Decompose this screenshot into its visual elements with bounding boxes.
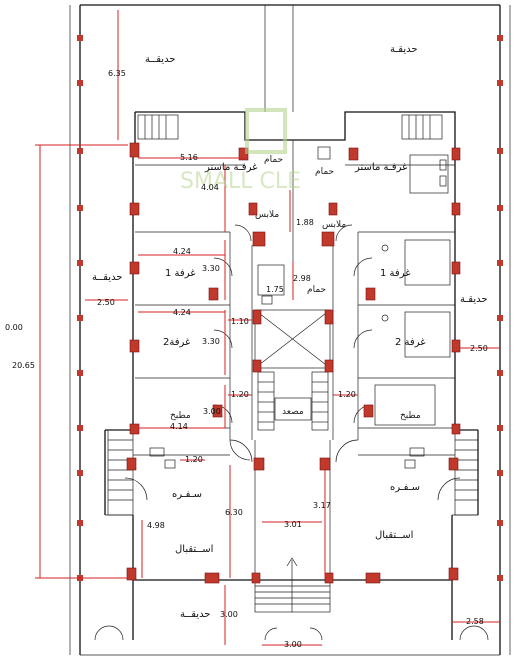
- dim-3-00-c: 3.00: [284, 640, 302, 649]
- dim-1-10: 1.10: [231, 317, 249, 326]
- bath-right-label: حمام: [315, 167, 334, 177]
- dim-2-58: 2.58: [466, 617, 484, 626]
- dimension-labels: 6.35 5.16 4.04 1.88 4.24 3.30 2.98 1.75 …: [5, 69, 488, 649]
- garden-bottom-label: حديقــة: [180, 609, 211, 620]
- dim-6-30: 6.30: [225, 508, 243, 517]
- reception-left-label: اســتقبال: [175, 544, 213, 555]
- dim-5-16: 5.16: [180, 153, 198, 162]
- dim-4-04: 4.04: [201, 183, 219, 192]
- dim-20-65: 20.65: [12, 361, 35, 370]
- dim-1-75: 1.75: [266, 285, 284, 294]
- dining-left-label: سـفـره: [172, 489, 202, 500]
- doors: [94, 224, 489, 641]
- master-left-label: غرفـة ماستر: [204, 162, 257, 173]
- dim-3-00-b: 3.00: [220, 610, 238, 619]
- watermark: SMALL CLE: [180, 108, 301, 194]
- dim-2-98: 2.98: [293, 274, 311, 283]
- dimension-lines: [35, 10, 500, 646]
- closet-right-label: ملابس: [322, 220, 346, 230]
- room1-left-label: غرفة 1: [165, 268, 195, 279]
- reception-right-label: اســتقبال: [375, 530, 413, 541]
- dim-1-20-b: 1.20: [338, 390, 356, 399]
- closet-left-label: ملابس: [255, 210, 279, 220]
- dim-4-98: 4.98: [147, 521, 165, 530]
- dim-3-17: 3.17: [313, 501, 331, 510]
- fixtures: [149, 146, 451, 469]
- dim-3-00-a: 3.00: [203, 407, 221, 416]
- dining-right-label: سـفـره: [390, 482, 420, 493]
- bath-center-label: حمام: [307, 285, 326, 295]
- site-boundary: [69, 4, 511, 656]
- room2-left-label: غرفة2: [163, 337, 190, 348]
- garden-top-left-label: حديقــة: [145, 54, 176, 65]
- dim-1-20-a: 1.20: [231, 390, 249, 399]
- boundary-posts: [77, 35, 503, 581]
- dim-0-00: 0.00: [5, 323, 23, 332]
- watermark-text: SMALL CLE: [180, 169, 301, 194]
- dim-4-14: 4.14: [170, 422, 188, 431]
- dim-4-24-b: 4.24: [173, 308, 191, 317]
- dim-1-20-c: 1.20: [185, 455, 203, 464]
- elevator-label: مصعد: [282, 407, 304, 417]
- kitchen-right-label: مطبخ: [400, 411, 421, 421]
- dim-4-24-a: 4.24: [173, 247, 191, 256]
- garden-left-label: حديقــة: [92, 272, 123, 283]
- room2-right-label: غرفة 2: [395, 337, 425, 348]
- dim-1-88: 1.88: [296, 218, 314, 227]
- dim-3-01: 3.01: [284, 520, 302, 529]
- bath-left-label: حمام: [264, 155, 283, 165]
- room-labels: حديقــة حديقـة حديقــة حديقـة حديقــة حم…: [92, 44, 488, 620]
- structural-columns: [126, 142, 461, 584]
- garden-right-label: حديقـة: [460, 294, 488, 305]
- dim-2-50-right: 2.50: [470, 344, 488, 353]
- dim-2-50-left: 2.50: [97, 298, 115, 307]
- dim-3-30-b: 3.30: [202, 337, 220, 346]
- room1-right-label: غرفة 1: [380, 268, 410, 279]
- master-right-label: غرفـة ماستر: [354, 162, 407, 173]
- garden-top-right-label: حديقـة: [390, 44, 418, 55]
- dim-3-30-a: 3.30: [202, 264, 220, 273]
- stairs: [107, 114, 479, 613]
- dim-6-35: 6.35: [108, 69, 126, 78]
- kitchen-left-label: مطبخ: [170, 411, 191, 421]
